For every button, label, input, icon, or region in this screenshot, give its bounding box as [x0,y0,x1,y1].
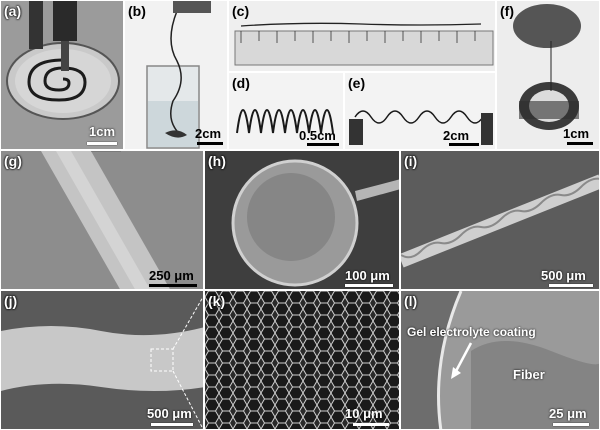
panel-g: (g) 250 μm [0,150,204,290]
panel-label: (f) [500,3,514,19]
scale-text: 1cm [563,126,590,141]
panel-label: (i) [404,153,418,169]
scale-text: 2cm [443,128,470,143]
photo-ruler [229,1,495,71]
panel-label: (a) [4,3,22,19]
panel-label: (d) [232,75,250,91]
scale-bar [567,142,593,145]
scale-bar [307,143,339,146]
photo-ring [497,1,599,149]
photo-stretched-fiber [345,73,495,149]
panel-label: (e) [348,75,366,91]
arrow-icon [451,342,473,379]
panel-label: (b) [128,3,146,19]
photo-beaker [125,1,227,149]
panel-label: (h) [208,153,226,169]
panel-j: (j) 500 μm [0,290,204,430]
sem-coated-fiber [1,291,203,429]
panel-b: (b) 2cm [124,0,228,150]
panel-l: (l) Gel electrolyte coating Fiber 25 μm [400,290,600,430]
scale-bar [151,423,193,426]
panel-f: (f) 1cm [496,0,600,150]
scale-bar [345,284,393,287]
scale-bar [353,423,389,426]
scale-text: 10 μm [345,406,383,421]
scale-bar [197,142,223,145]
panel-label: (k) [208,293,226,309]
panel-label: (l) [404,293,418,309]
panel-label: (c) [232,3,250,19]
scale-text: 100 μm [345,268,390,283]
scale-text: 25 μm [549,406,587,421]
sem-coating-interface [401,291,599,429]
panel-i: (i) 500 μm [400,150,600,290]
scale-text: 1cm [89,124,116,139]
scale-bar [449,143,479,146]
fiber-label: Fiber [513,367,545,382]
scale-text: 500 μm [541,268,586,283]
panel-d: (d) 0.5cm [228,72,344,150]
scale-text: 500 μm [147,406,192,421]
sem-porous-network [205,291,399,429]
scale-text: 2cm [195,126,222,141]
panel-a: (a) 1cm [0,0,124,150]
photo-coil [229,73,343,149]
coating-label: Gel electrolyte coating [407,325,536,339]
sem-cross-section [205,151,399,289]
sem-twisted-fiber [401,151,599,289]
panel-c: (c) [228,0,496,72]
panel-label: (j) [4,293,18,309]
panel-h: (h) 100 μm [204,150,400,290]
sem-fiber-diagonal [1,151,203,289]
photo-spiral-print [1,1,123,149]
panel-k: (k) 10 μm [204,290,400,430]
panel-label: (g) [4,153,22,169]
panel-e: (e) 2cm [344,72,496,150]
scale-bar [87,142,117,145]
scale-text: 0.5cm [299,128,336,143]
scale-text: 250 μm [149,268,194,283]
scale-bar [149,284,197,287]
scale-bar [549,284,593,287]
scale-bar [553,423,589,426]
